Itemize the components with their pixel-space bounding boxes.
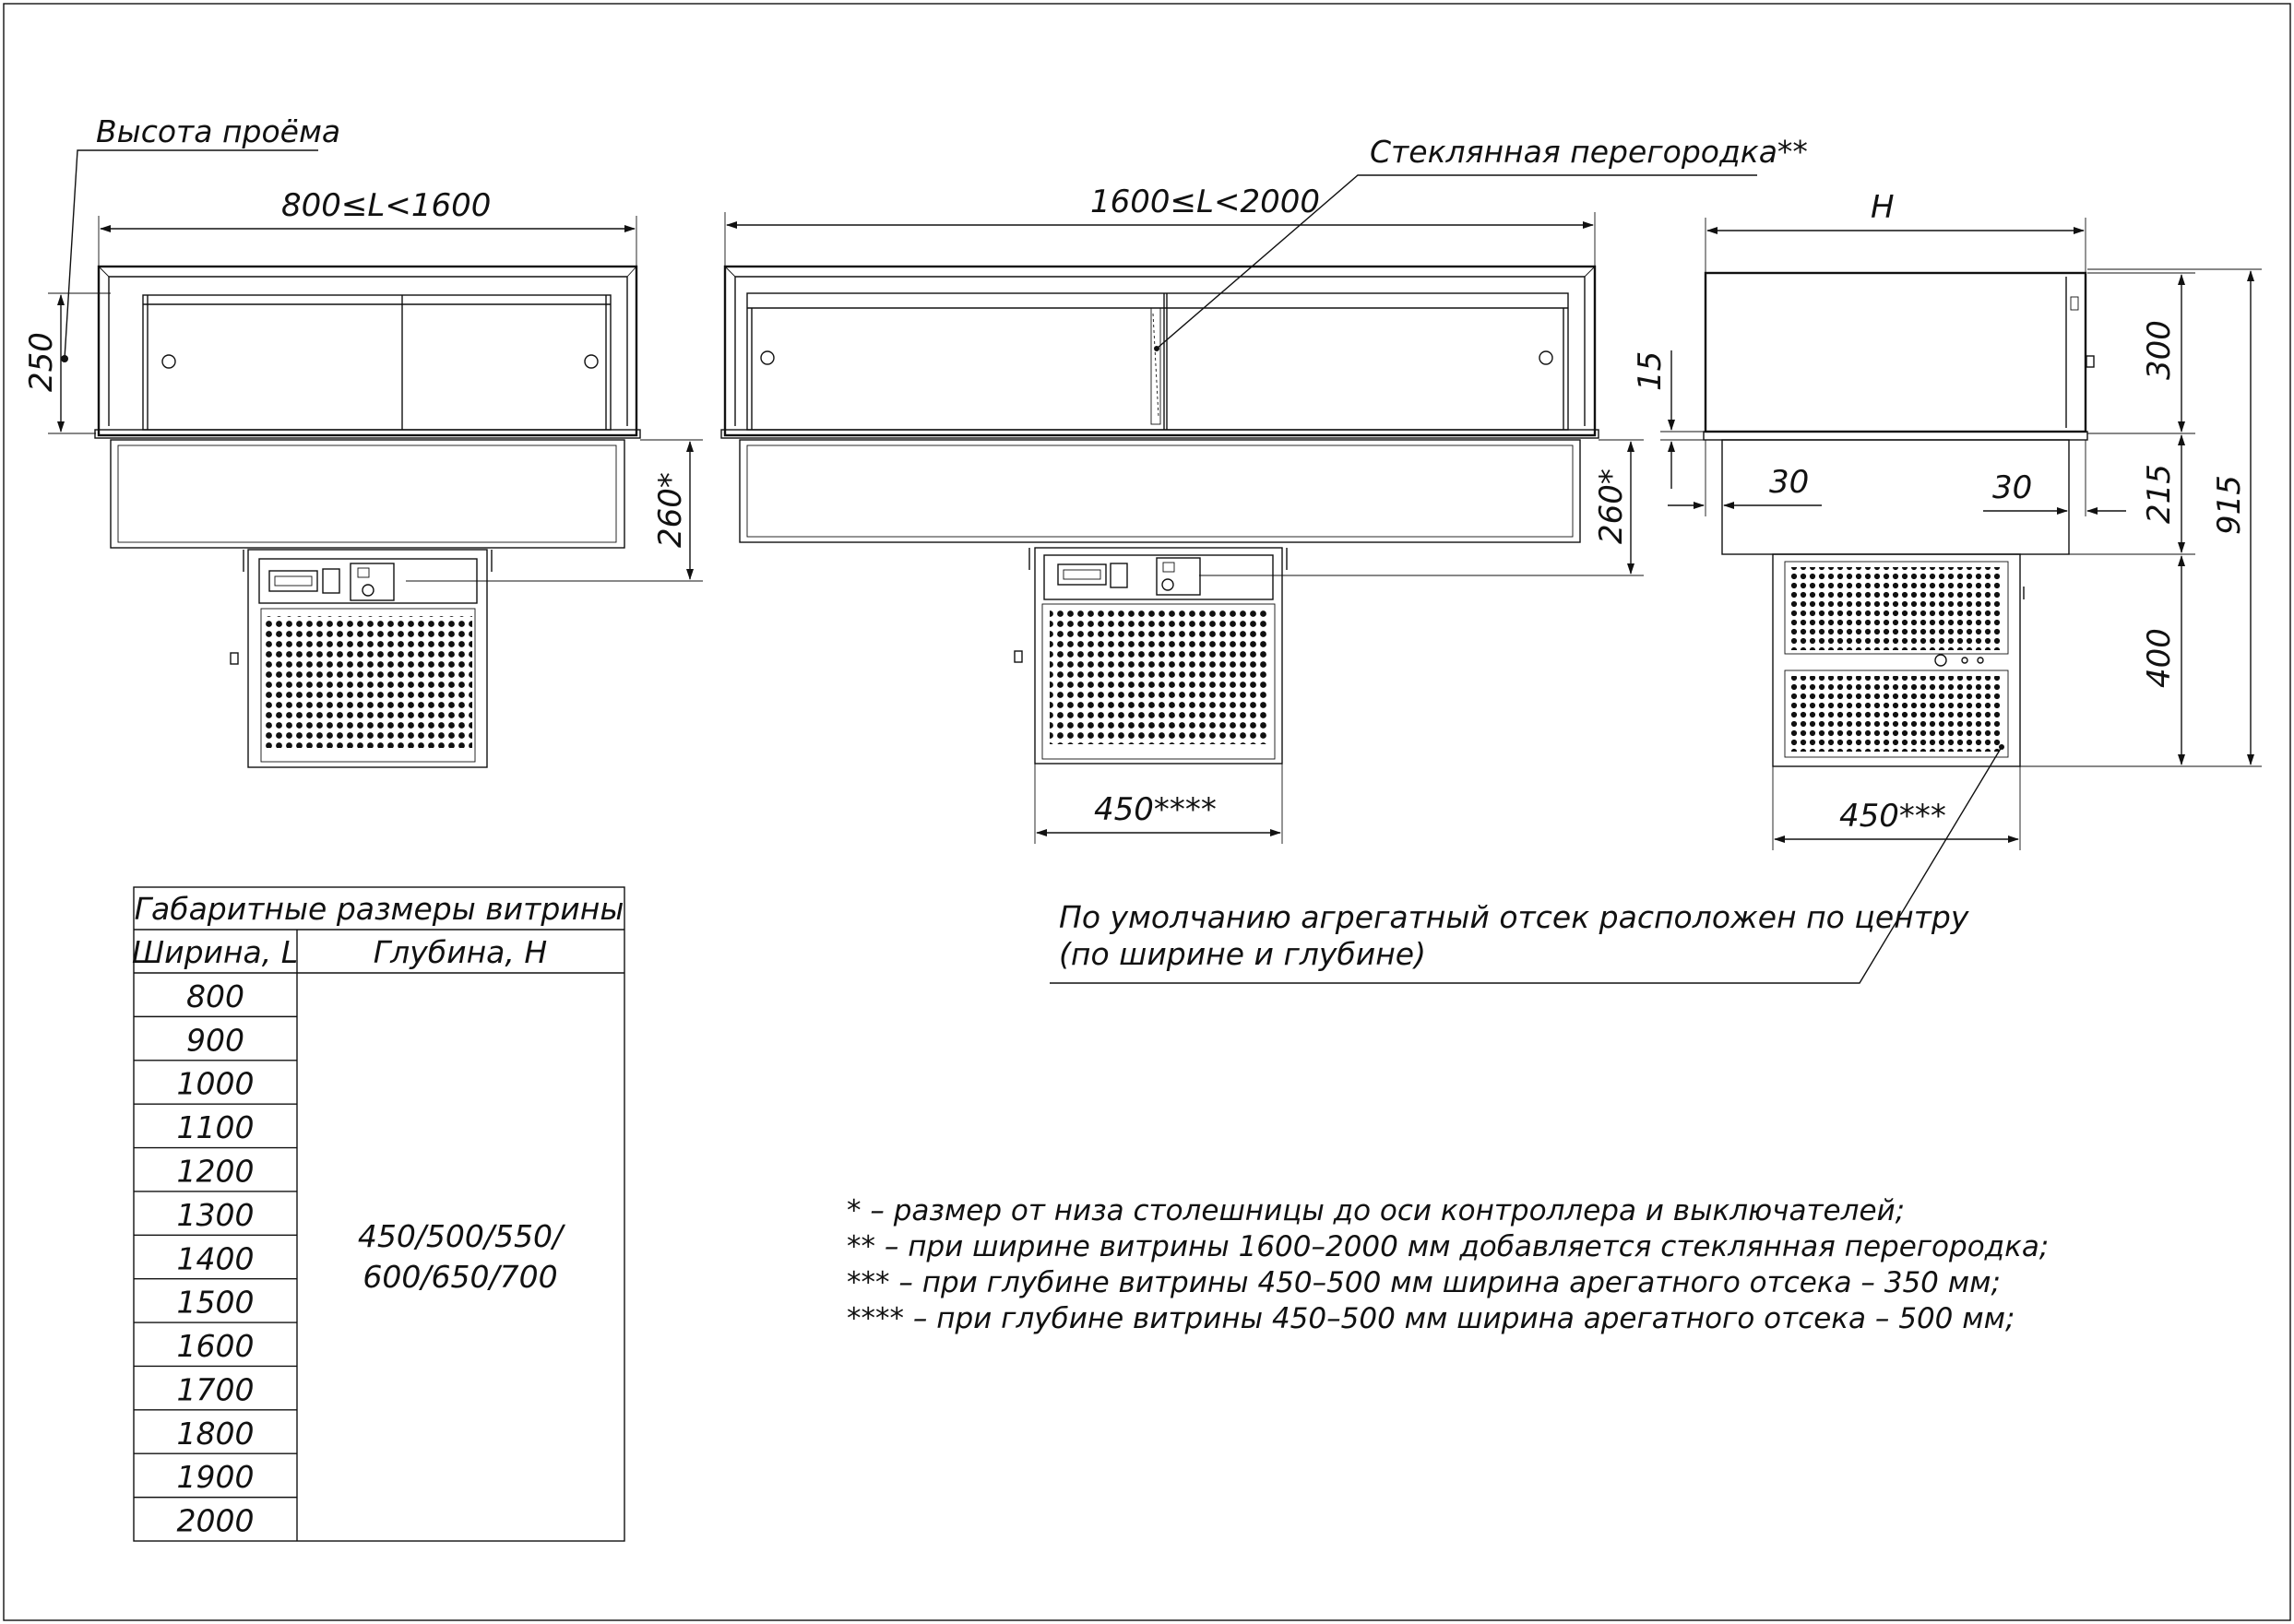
note-4: **** – при глубине витрины 450–500 мм ши… — [847, 1302, 2015, 1335]
table-width-cell: 1100 — [177, 1109, 255, 1145]
view3-15-dim: 15 — [1632, 351, 1669, 391]
view3-30-right-dim: 30 — [1992, 469, 2032, 506]
view3-unit-width-dim: 450*** — [1839, 798, 1946, 835]
table-width-cell: 800 — [186, 978, 244, 1014]
dimension-lines — [48, 149, 2262, 984]
note-3: *** – при глубине витрины 450–500 мм шир… — [847, 1266, 2001, 1299]
sliding-glass — [746, 292, 1569, 431]
refrigeration-unit — [1034, 547, 1283, 765]
table-depth-line1: 450/500/550/ — [358, 1218, 566, 1254]
display-top-frame — [97, 265, 638, 437]
view1-controller-dim: 260* — [652, 472, 689, 548]
view2-controller-dim: 260* — [1593, 468, 1630, 544]
drawing-frame — [3, 3, 2291, 1621]
worktop — [720, 429, 1599, 439]
table-width-cell: 1600 — [177, 1328, 255, 1364]
controller-display — [1057, 563, 1107, 586]
table-width-cell: 900 — [186, 1022, 244, 1058]
note-2: ** – при ширине витрины 1600–2000 мм доб… — [847, 1230, 2049, 1263]
view2-unit-width-dim: 450**** — [1094, 791, 1217, 828]
sliding-glass — [142, 294, 612, 431]
power-switch — [1110, 563, 1128, 588]
table-col-depth: Глубина, H — [374, 934, 547, 970]
dimensions-table: Габаритные размеры витрины Ширина, L Глу… — [132, 886, 625, 1542]
display-tub — [739, 439, 1581, 543]
table-width-cell: 1000 — [177, 1066, 255, 1102]
view3-400-dim: 400 — [2141, 628, 2178, 688]
opening-height-label: Высота проёма — [96, 113, 340, 149]
view2-width-dim: 1600≤L<2000 — [1090, 184, 1320, 220]
display-top-frame — [1704, 271, 2087, 433]
default-position-line1: По умолчанию агрегатный отсек расположен… — [1059, 899, 1969, 935]
table-width-cell: 1700 — [177, 1371, 255, 1407]
table-width-cell: 1400 — [177, 1240, 255, 1276]
front-view-short — [94, 265, 641, 768]
table-title: Габаритные размеры витрины — [135, 891, 624, 927]
table-width-cell: 1300 — [177, 1197, 255, 1233]
note-1: * – размер от низа столешницы до оси кон… — [847, 1194, 1905, 1227]
refrigeration-unit — [247, 549, 488, 768]
power-switch — [322, 568, 340, 594]
view3-300-dim: 300 — [2141, 320, 2178, 380]
table-width-cell: 1200 — [177, 1153, 255, 1189]
display-tub — [110, 439, 625, 549]
glass-partition-label: Стеклянная перегородка** — [1370, 134, 1808, 170]
view1-height-dim: 250 — [23, 332, 60, 392]
view3-915-dim: 915 — [2211, 475, 2248, 535]
view1-width-dim: 800≤L<1600 — [281, 187, 491, 224]
table-depth-line2: 600/650/700 — [363, 1259, 557, 1295]
display-top-frame — [723, 265, 1597, 437]
worktop — [1703, 431, 2088, 441]
glass-partition — [1150, 307, 1161, 425]
view3-30-left-dim: 30 — [1769, 464, 1809, 501]
table-width-cell: 1900 — [177, 1459, 255, 1495]
vent-grille — [265, 616, 472, 748]
dimension-texts: Высота проёма 800≤L<1600 250 260* Стекля… — [23, 113, 2248, 972]
view3-depth-dim: H — [1871, 189, 1895, 226]
table-width-cell: 1800 — [177, 1416, 255, 1452]
default-position-line2: (по ширине и глубине) — [1059, 936, 1426, 972]
side-view — [1703, 271, 2095, 767]
vent-grille-lower — [1790, 676, 2003, 752]
view3-215-dim: 215 — [2141, 464, 2178, 524]
front-view-long — [720, 265, 1599, 765]
table-width-cell: 1500 — [177, 1285, 255, 1321]
table-col-width: Ширина, L — [132, 934, 298, 970]
controller-display — [268, 570, 318, 592]
refrigeration-unit — [1772, 553, 2021, 767]
table-width-cell: 2000 — [177, 1503, 255, 1539]
vent-grille — [1050, 610, 1267, 744]
footnotes: * – размер от низа столешницы до оси кон… — [847, 1194, 2049, 1335]
worktop — [94, 429, 641, 439]
vent-grille-upper — [1790, 567, 2003, 650]
